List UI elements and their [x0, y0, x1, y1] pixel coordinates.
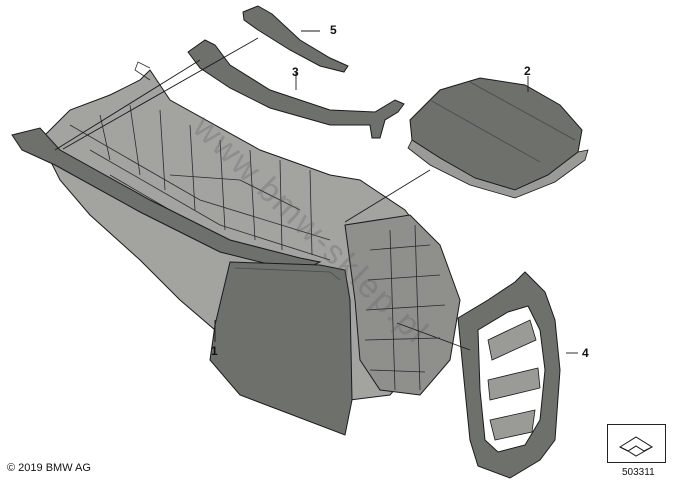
leader-lines: [54, 30, 578, 354]
leader-3-long: [54, 59, 201, 151]
arrow-stamp-icon: [618, 436, 654, 457]
callout-4: 4: [582, 346, 589, 360]
callout-1: 1: [211, 344, 218, 358]
diagram-number: 503311: [622, 467, 655, 478]
part-center-console: [11, 61, 461, 436]
copyright-notice: © 2019 BMW AG: [7, 462, 91, 474]
part-front-frame: [457, 271, 561, 479]
leader-5-long: [62, 37, 259, 150]
callout-5: 5: [330, 23, 337, 37]
callout-3: 3: [292, 65, 299, 79]
console-rear-ribs: [364, 224, 446, 391]
side-panel-edge: [234, 267, 341, 281]
front-frame-inserts: [487, 319, 541, 441]
arrow-stamp-box: [607, 424, 666, 463]
part-trim-small: [242, 5, 349, 73]
leader-2-long: [344, 169, 431, 223]
armrest-underside: [407, 139, 589, 199]
callout-2: 2: [524, 64, 531, 78]
console-rear-section: [344, 214, 461, 396]
console-side-panel: [209, 261, 353, 436]
console-side-rail: [11, 127, 322, 273]
part-trim-strip: [187, 39, 405, 139]
part-armrest: [407, 77, 589, 199]
armrest-seam: [429, 81, 576, 163]
leader-4: [396, 322, 471, 351]
